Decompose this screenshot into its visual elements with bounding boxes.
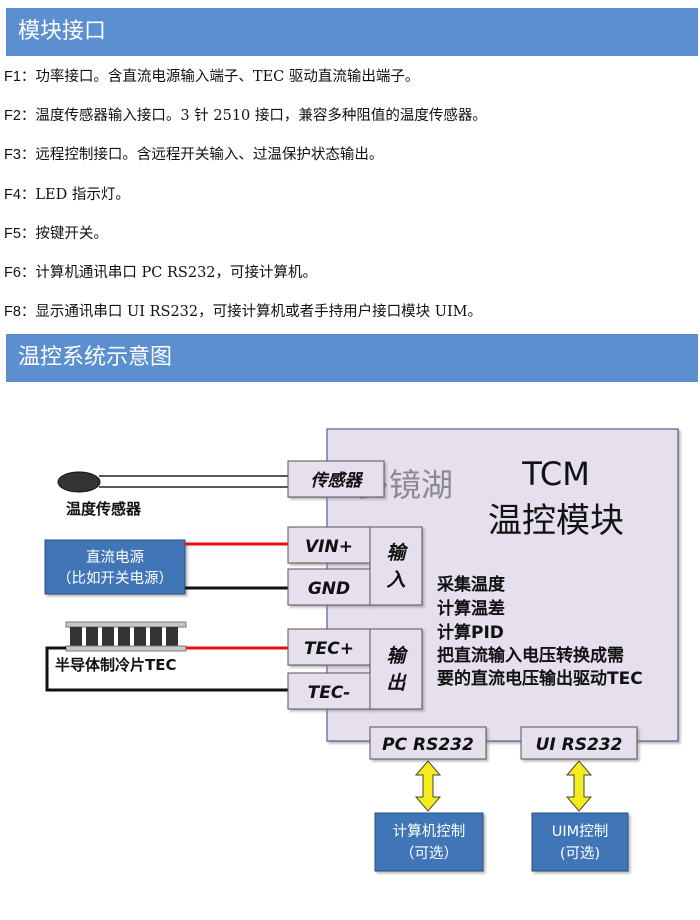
section-header-diagram: 温控系统示意图 (6, 334, 698, 382)
feature-code: F2 (4, 108, 21, 125)
tec-minus-port-label: TEC- (308, 683, 351, 703)
feature-item-f1: F1：功率接口。含直流电源输入端子、TEC 驱动直流输出端子。 (4, 62, 694, 101)
section-title-interfaces: 模块接口 (18, 19, 107, 44)
sensor-probe-icon (57, 471, 101, 493)
pc-rs232-label: PC RS232 (382, 735, 474, 755)
feature-list: F1：功率接口。含直流电源输入端子、TEC 驱动直流输出端子。 F2：温度传感器… (4, 62, 694, 336)
pc-control-box (374, 812, 484, 872)
feature-item-f6: F6：计算机通讯串口 PC RS232，可接计算机。 (4, 258, 694, 297)
feature-text: ：功率接口。含直流电源输入端子、TEC 驱动直流输出端子。 (20, 69, 420, 85)
tec-plus-port-label: TEC+ (304, 639, 354, 659)
sensor-port-label: 传感器 (311, 471, 364, 491)
feature-item-f5: F5：按键开关。 (4, 219, 694, 258)
gnd-port-label: GND (308, 579, 350, 599)
output-label-box (369, 628, 423, 710)
tec-plate (65, 645, 187, 652)
input-label-box (369, 526, 423, 606)
sensor-port (287, 460, 385, 498)
function-item: 要的直流电压输出驱动TEC (437, 668, 643, 689)
pc-control-label: 计算机控制 (393, 823, 466, 840)
tec-label: 半导体制冷片TEC (55, 656, 177, 674)
power-source-box (44, 539, 186, 595)
feature-code: F3 (4, 147, 21, 164)
uim-control-label: UIM控制 (552, 823, 608, 840)
pc-control-note: （可选） (400, 845, 458, 862)
feature-code: F8 (4, 304, 21, 321)
module-title: TCM (521, 455, 590, 493)
feature-text: ：计算机通讯串口 PC RS232，可接计算机。 (20, 264, 318, 281)
ui-rs232-label: UI RS232 (536, 735, 623, 755)
function-item: 计算PID (437, 622, 504, 643)
uim-control-note: (可选) (560, 845, 600, 862)
input-label-char: 输 (386, 542, 409, 564)
tec-plus-port (287, 628, 371, 666)
tec-plate (65, 621, 187, 628)
power-source-label: 直流电源 (86, 549, 144, 566)
bidirectional-arrow-icon (565, 760, 593, 812)
system-diagram: TCM 温控模块 多镜湖 采集温度 计算温差 计算PID 把直流输入电压转换成需… (44, 428, 679, 872)
output-label-char: 输 (386, 645, 409, 667)
output-label-char: 出 (386, 672, 407, 694)
feature-text: ：显示通讯串口 UI RS232，可接计算机或者手持用户接口模块 UIM。 (20, 304, 483, 321)
feature-text: ：LED 指示灯。 (20, 186, 130, 203)
vin-port-label: VIN+ (305, 537, 353, 557)
gnd-port (287, 568, 371, 606)
feature-code: F1 (4, 69, 21, 85)
feature-text: ：按键开关。 (20, 225, 108, 242)
feature-code: F4 (4, 186, 21, 203)
input-label-char: 入 (386, 569, 405, 591)
bidirectional-arrow-icon (414, 760, 442, 812)
feature-text: ：远程控制接口。含远程开关输入、过温保护状态输出。 (20, 147, 384, 164)
feature-item-f4: F4：LED 指示灯。 (4, 180, 694, 219)
feature-item-f2: F2：温度传感器输入接口。3 针 2510 接口，兼容多种阻值的温度传感器。 (4, 101, 694, 140)
power-source-note: （比如开关电源） (57, 570, 173, 587)
function-item: 把直流输入电压转换成需 (437, 645, 624, 666)
tec-plus-wire (45, 646, 66, 680)
module-subtitle: 温控模块 (488, 501, 624, 541)
tec-elements-icon (70, 627, 178, 646)
pc-rs232-port (369, 726, 487, 760)
feature-code: F6 (4, 264, 21, 281)
ui-rs232-port (520, 726, 638, 760)
function-item: 采集温度 (436, 574, 506, 595)
feature-code: F5 (4, 225, 21, 242)
function-item: 计算温差 (437, 598, 505, 619)
section-title-diagram: 温控系统示意图 (18, 345, 173, 370)
vin-port (287, 526, 371, 564)
uim-control-box (531, 812, 629, 872)
tec-minus-wire (45, 678, 288, 692)
section-header-interfaces: 模块接口 (6, 8, 698, 56)
sensor-label: 温度传感器 (66, 500, 142, 518)
feature-item-f8: F8：显示通讯串口 UI RS232，可接计算机或者手持用户接口模块 UIM。 (4, 297, 694, 336)
feature-text: ：温度传感器输入接口。3 针 2510 接口，兼容多种阻值的温度传感器。 (20, 108, 487, 125)
feature-item-f3: F3：远程控制接口。含远程开关输入、过温保护状态输出。 (4, 140, 694, 179)
tec-minus-port (287, 672, 371, 710)
